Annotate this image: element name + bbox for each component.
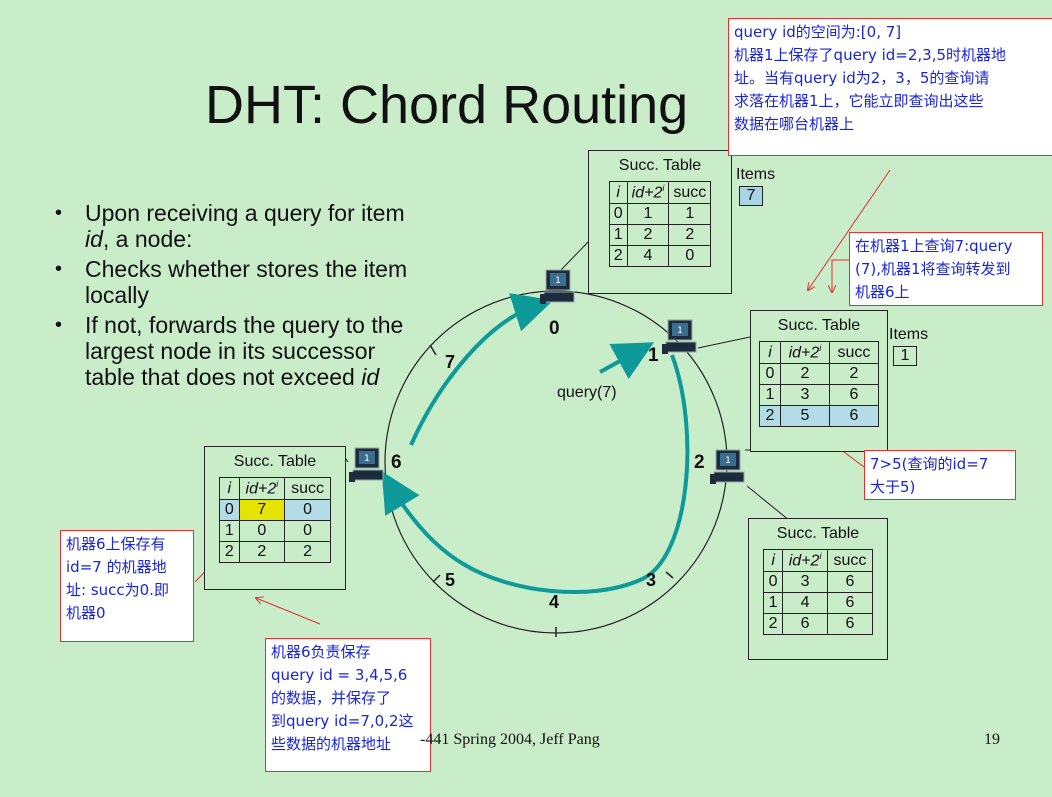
svg-text:1: 1 xyxy=(555,276,561,286)
note-forward-query: 在机器1上查询7:query (7),机器1将查询转发到 机器6上 xyxy=(849,232,1043,306)
slide-title: DHT: Chord Routing xyxy=(205,75,689,135)
item-badge: 7 xyxy=(739,186,763,206)
ring-label-4: 4 xyxy=(549,592,560,612)
highlighted-cell: 7 xyxy=(238,499,286,522)
connector-node0 xyxy=(558,178,591,273)
computer-icon-node1: 1 xyxy=(662,319,697,354)
note-node6-store: 机器6上保存有 id=7 的机器地 址: succ为0.即 机器0 xyxy=(60,530,194,642)
svg-text:1: 1 xyxy=(725,456,731,466)
note-compare: 7>5(查询的id=7 大于5) xyxy=(864,450,1016,500)
computer-icon-node6: 1 xyxy=(349,447,384,482)
items-node0: Items 7 xyxy=(736,166,776,206)
red-arrow-node6-resp xyxy=(256,598,321,625)
query-label: query(7) xyxy=(557,384,617,401)
ring-label-5: 5 xyxy=(445,570,456,590)
ring-label-7: 7 xyxy=(445,352,456,372)
svg-text:1: 1 xyxy=(364,454,370,464)
ring-label-3: 3 xyxy=(646,570,657,590)
connector-node1 xyxy=(697,336,751,349)
bullet-list: Upon receiving a query for item id, a no… xyxy=(55,200,425,394)
ring-tick-3 xyxy=(665,571,674,579)
computer-icon-node2: 1 xyxy=(710,449,745,484)
note-query-space: query id的空间为:[0, 7] 机器1上保存了query id=2,3,… xyxy=(728,18,1052,156)
arrow-1-to-6 xyxy=(381,354,690,595)
arrow-query xyxy=(599,342,655,380)
page-number: 19 xyxy=(984,731,1000,748)
bullet-3: If not, forwards the query to the larges… xyxy=(55,312,425,390)
svg-text:1: 1 xyxy=(677,326,683,336)
note-node6-responsibility: 机器6负责保存 query id = 3,4,5,6 的数据，并保存了 到que… xyxy=(265,638,431,772)
computer-icon-node0: 1 xyxy=(540,269,575,304)
items-node1: Items 1 xyxy=(889,326,929,366)
ring-tick-5 xyxy=(432,574,441,583)
node-label-6: 6 xyxy=(391,452,402,473)
arrow-6-to-0 xyxy=(409,293,554,446)
ring-tick-7 xyxy=(429,344,437,356)
footer-text: -441 Spring 2004, Jeff Pang xyxy=(420,731,600,748)
node-label-1: 1 xyxy=(648,345,659,366)
red-arrow-forward xyxy=(832,259,850,292)
bullet-1: Upon receiving a query for item id, a no… xyxy=(55,200,425,252)
red-arrow-topright xyxy=(808,169,891,290)
node-label-2: 2 xyxy=(694,452,705,473)
bullet-2: Checks whether stores the item locally xyxy=(55,256,425,308)
node-label-0: 0 xyxy=(549,318,560,339)
item-badge: 1 xyxy=(893,346,917,366)
succ-table-title: Succ. Table xyxy=(618,157,702,174)
